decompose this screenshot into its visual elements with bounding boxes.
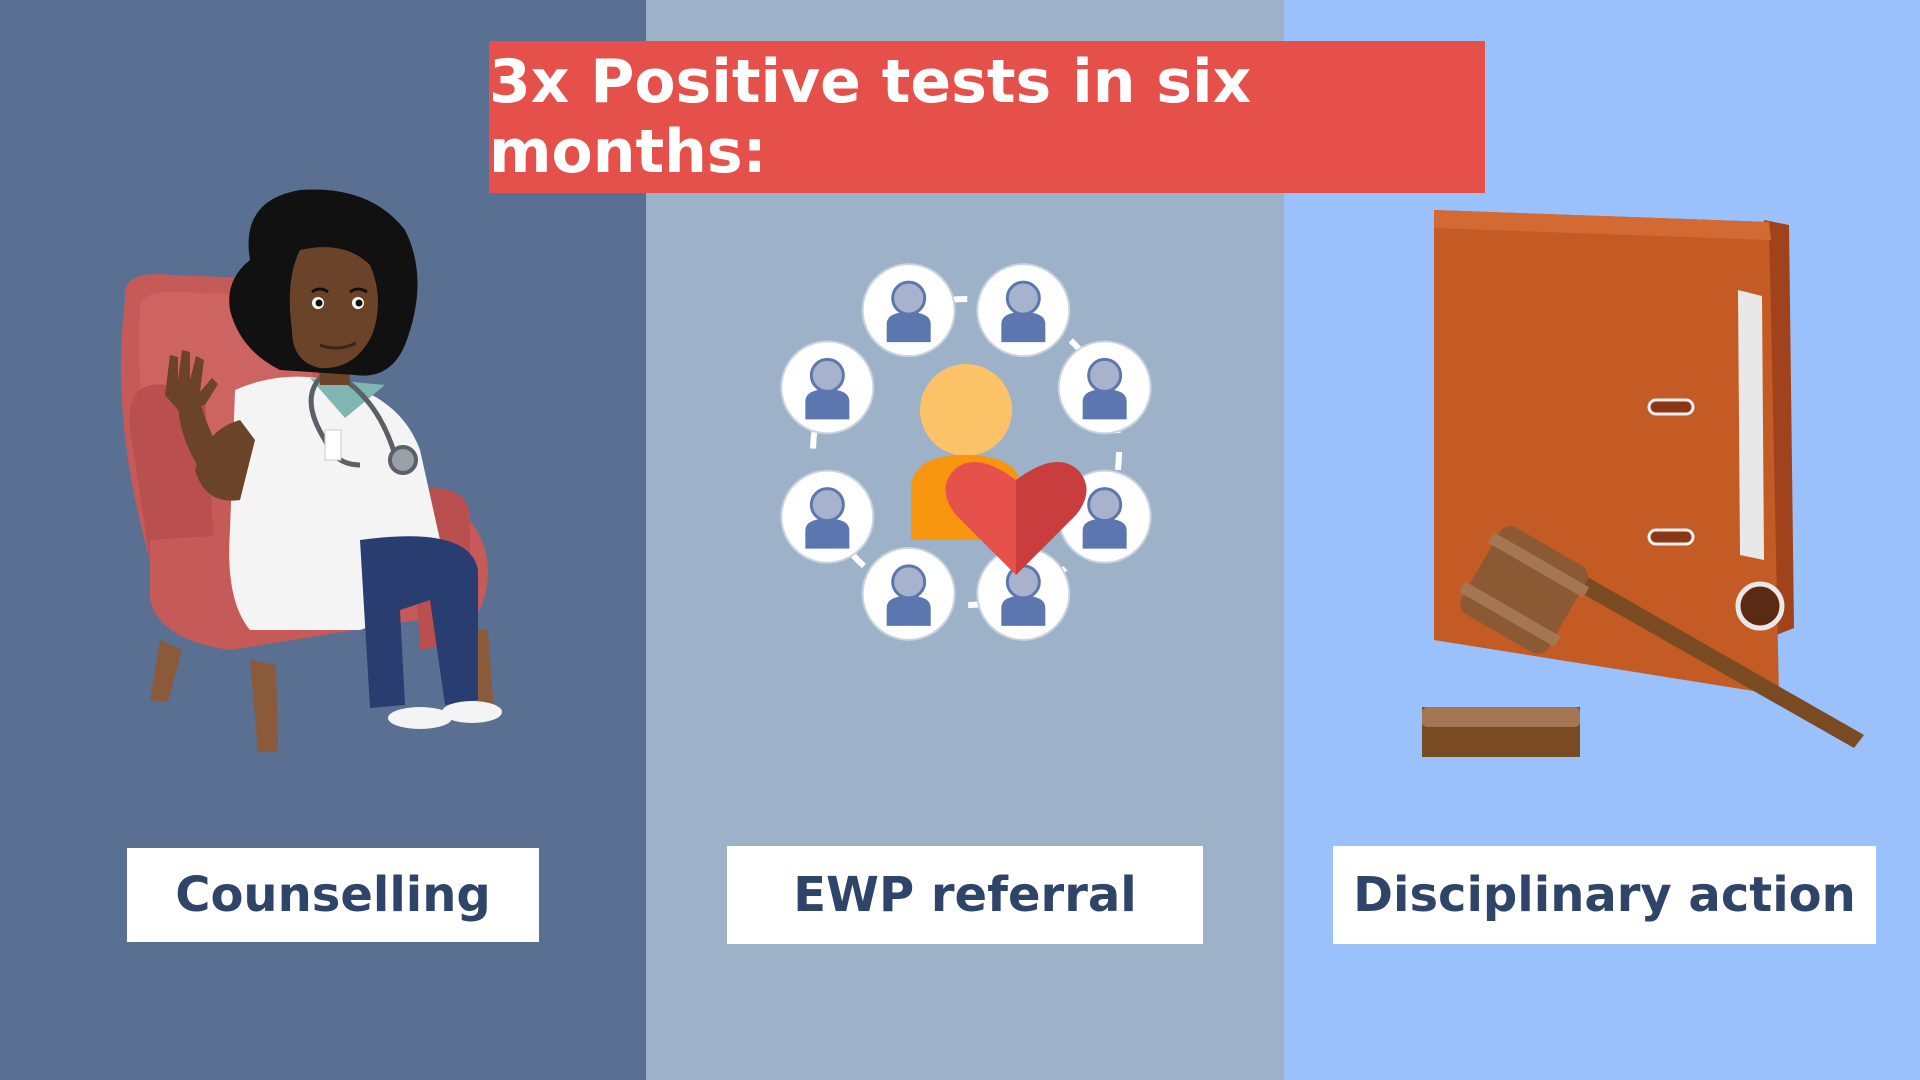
disciplinary-action-label: Disciplinary action — [1333, 846, 1876, 944]
network-person-icon — [976, 263, 1071, 358]
network-person-icon — [976, 546, 1071, 641]
network-person-icon — [861, 263, 956, 358]
network-person-icon — [1057, 340, 1152, 435]
nurse-in-armchair-icon — [120, 189, 502, 752]
network-person-icon — [780, 340, 875, 435]
network-person-icon — [780, 469, 875, 564]
title-banner: 3x Positive tests in six months: — [489, 41, 1485, 193]
binder-and-gavel-icon — [1422, 210, 1864, 757]
counselling-label: Counselling — [127, 848, 539, 942]
support-network-heart-icon — [780, 263, 1152, 641]
ewp-referral-label: EWP referral — [727, 846, 1203, 944]
network-person-icon — [861, 546, 956, 641]
